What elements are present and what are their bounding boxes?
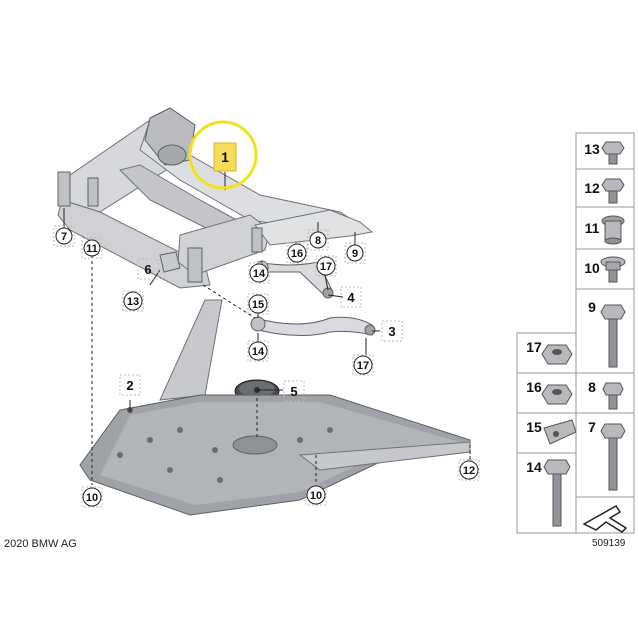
callout-part-1-highlight[interactable]: 1 xyxy=(188,120,258,190)
callout-12[interactable]: 12 xyxy=(458,459,480,481)
callout-15[interactable]: 15 xyxy=(247,293,269,315)
callout-label-9: 9 xyxy=(352,248,358,260)
callout-17-upper[interactable]: 17 xyxy=(315,255,337,277)
callout-label-10a: 10 xyxy=(86,492,98,504)
direction-arrow-icon xyxy=(582,505,628,533)
nut-16-icon[interactable] xyxy=(541,384,573,405)
callout-17-lower[interactable]: 17 xyxy=(352,354,374,376)
callout-14-lower[interactable]: 14 xyxy=(247,340,269,362)
callout-16[interactable]: 16 xyxy=(286,242,308,264)
callout-label-6: 6 xyxy=(144,262,151,277)
callout-label-14a: 14 xyxy=(253,268,266,280)
legend-label-7: 7 xyxy=(588,419,596,435)
sleeve-11-icon[interactable] xyxy=(601,215,625,245)
front-axle-subframe[interactable] xyxy=(57,107,374,289)
nut-17-icon[interactable] xyxy=(541,344,573,365)
legend-label-17: 17 xyxy=(526,339,542,355)
legend-label-11: 11 xyxy=(585,220,600,236)
callout-label-10b: 10 xyxy=(310,490,322,502)
callout-label-13: 13 xyxy=(127,296,139,308)
callout-label-12: 12 xyxy=(463,465,475,477)
callout-10-right[interactable]: 10 xyxy=(305,484,327,506)
callout-14-upper[interactable]: 14 xyxy=(248,262,270,284)
bolt-8-icon[interactable] xyxy=(602,382,624,410)
bolt-7-icon[interactable] xyxy=(600,423,626,491)
callout-13[interactable]: 13 xyxy=(122,290,144,312)
legend-label-14: 14 xyxy=(526,459,542,475)
callout-5[interactable]: 5 xyxy=(283,380,305,402)
callout-label-5: 5 xyxy=(290,384,297,399)
callout-label-3: 3 xyxy=(388,324,395,339)
legend-label-12: 12 xyxy=(584,180,600,196)
legend-label-10: 10 xyxy=(584,260,600,276)
callout-2[interactable]: 2 xyxy=(119,374,141,396)
callout-label-2: 2 xyxy=(126,378,133,393)
legend-label-15: 15 xyxy=(526,419,542,435)
callout-8[interactable]: 8 xyxy=(307,229,329,251)
bolt-9-icon[interactable] xyxy=(600,304,626,368)
callout-7[interactable]: 7 xyxy=(53,225,75,247)
callout-3[interactable]: 3 xyxy=(381,320,403,342)
callout-label-4: 4 xyxy=(347,290,355,305)
legend-label-13: 13 xyxy=(584,141,600,157)
callout-6[interactable]: 6 xyxy=(137,258,159,280)
callout-10-left[interactable]: 10 xyxy=(81,486,103,508)
clamp-15-icon[interactable] xyxy=(543,419,577,445)
callout-label-17b: 17 xyxy=(357,360,369,372)
callout-9[interactable]: 9 xyxy=(344,242,366,264)
callout-11[interactable]: 11 xyxy=(81,237,103,259)
legend-label-16: 16 xyxy=(526,379,542,395)
wishbone-lower[interactable] xyxy=(250,316,376,337)
bolt-10-icon[interactable] xyxy=(600,256,626,283)
callout-label-15: 15 xyxy=(252,299,264,311)
bolt-13-icon[interactable] xyxy=(601,141,625,165)
underbody-reinforcement-plate[interactable] xyxy=(79,299,471,516)
callout-label-17a: 17 xyxy=(320,261,332,273)
copyright-text: 2020 BMW AG xyxy=(4,538,77,550)
bolt-12-icon[interactable] xyxy=(601,178,625,204)
callout-label-16: 16 xyxy=(291,248,303,260)
callout-label-8: 8 xyxy=(315,235,321,247)
legend-label-9: 9 xyxy=(588,299,596,315)
bolt-14-icon[interactable] xyxy=(543,459,571,527)
parts-legend-table xyxy=(516,132,635,534)
legend-label-8: 8 xyxy=(588,379,596,395)
callout-label-14b: 14 xyxy=(252,346,265,358)
callout-label-7: 7 xyxy=(61,231,67,243)
diagram-number: 509139 xyxy=(592,538,626,549)
callout-4[interactable]: 4 xyxy=(340,286,362,308)
callout-label-11: 11 xyxy=(86,243,98,255)
callout-label-1: 1 xyxy=(221,149,229,165)
